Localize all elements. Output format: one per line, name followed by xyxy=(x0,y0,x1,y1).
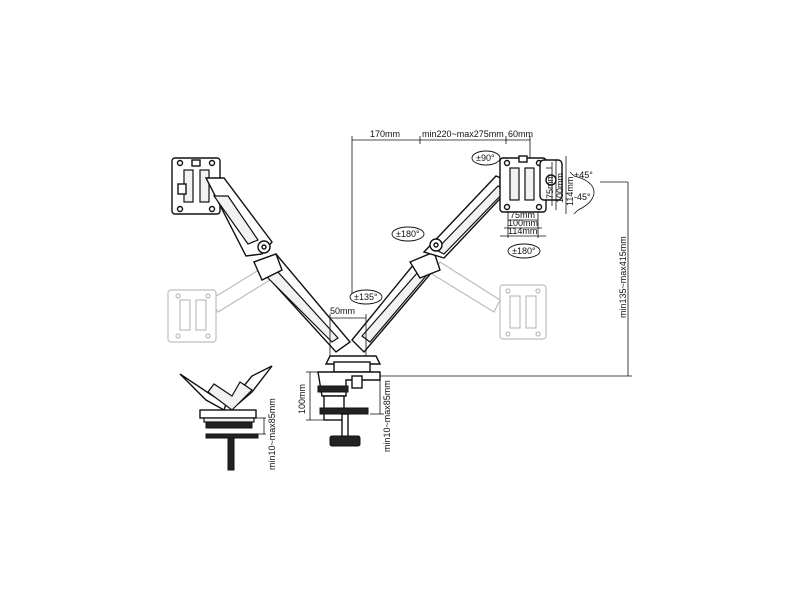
swivel-top-bubble xyxy=(471,150,501,166)
angle-rotate-base: ±135° xyxy=(354,292,378,302)
dim-arm-end: 60mm xyxy=(508,129,533,139)
dim-pole-width: 50mm xyxy=(330,306,355,316)
rotate-base-bubble xyxy=(349,289,383,305)
dim-vesa-114: 114mm xyxy=(565,177,575,206)
dimension-lines xyxy=(256,136,632,435)
tilt-side-profile xyxy=(539,159,595,215)
dim-clamp-range: min10~max85mm xyxy=(382,380,392,452)
rotate-mid-bubble xyxy=(391,226,425,242)
ghost-left-arm xyxy=(167,267,271,343)
right-vesa-plate xyxy=(499,155,547,213)
angle-rotate-right: ±180° xyxy=(512,246,536,256)
clamp-detail xyxy=(179,365,273,471)
left-vesa-plate xyxy=(171,157,221,215)
ghost-right-arm xyxy=(431,261,547,340)
left-upper-arm xyxy=(204,177,273,257)
dim-base-height: 100mm xyxy=(297,384,307,414)
dim-clamp-range-detail: min10~max85mm xyxy=(267,398,277,470)
angle-tilt-plus: +45° xyxy=(574,170,593,180)
pole-and-clamp xyxy=(317,355,382,447)
dim-arm-short: 170mm xyxy=(370,129,400,139)
angle-tilt-minus: -45° xyxy=(574,192,591,202)
angle-swivel-top: ±90° xyxy=(476,153,495,163)
dim-arm-range: min220~max275mm xyxy=(422,129,504,139)
right-lower-arm xyxy=(351,251,441,354)
dim-vesa-100: 100mm xyxy=(555,173,565,203)
angle-rotate-mid: ±180° xyxy=(396,229,420,239)
left-lower-arm xyxy=(252,253,352,353)
dim-height-range: min135~max415mm xyxy=(618,236,628,318)
dim-vesa-75-h: 75mm xyxy=(510,210,535,220)
rotate-right-bubble xyxy=(507,243,541,259)
dim-vesa-114-h: 114mm xyxy=(508,226,537,236)
dim-vesa-100-h: 100mm xyxy=(508,218,538,228)
dim-vesa-75: 75mm xyxy=(545,174,555,199)
